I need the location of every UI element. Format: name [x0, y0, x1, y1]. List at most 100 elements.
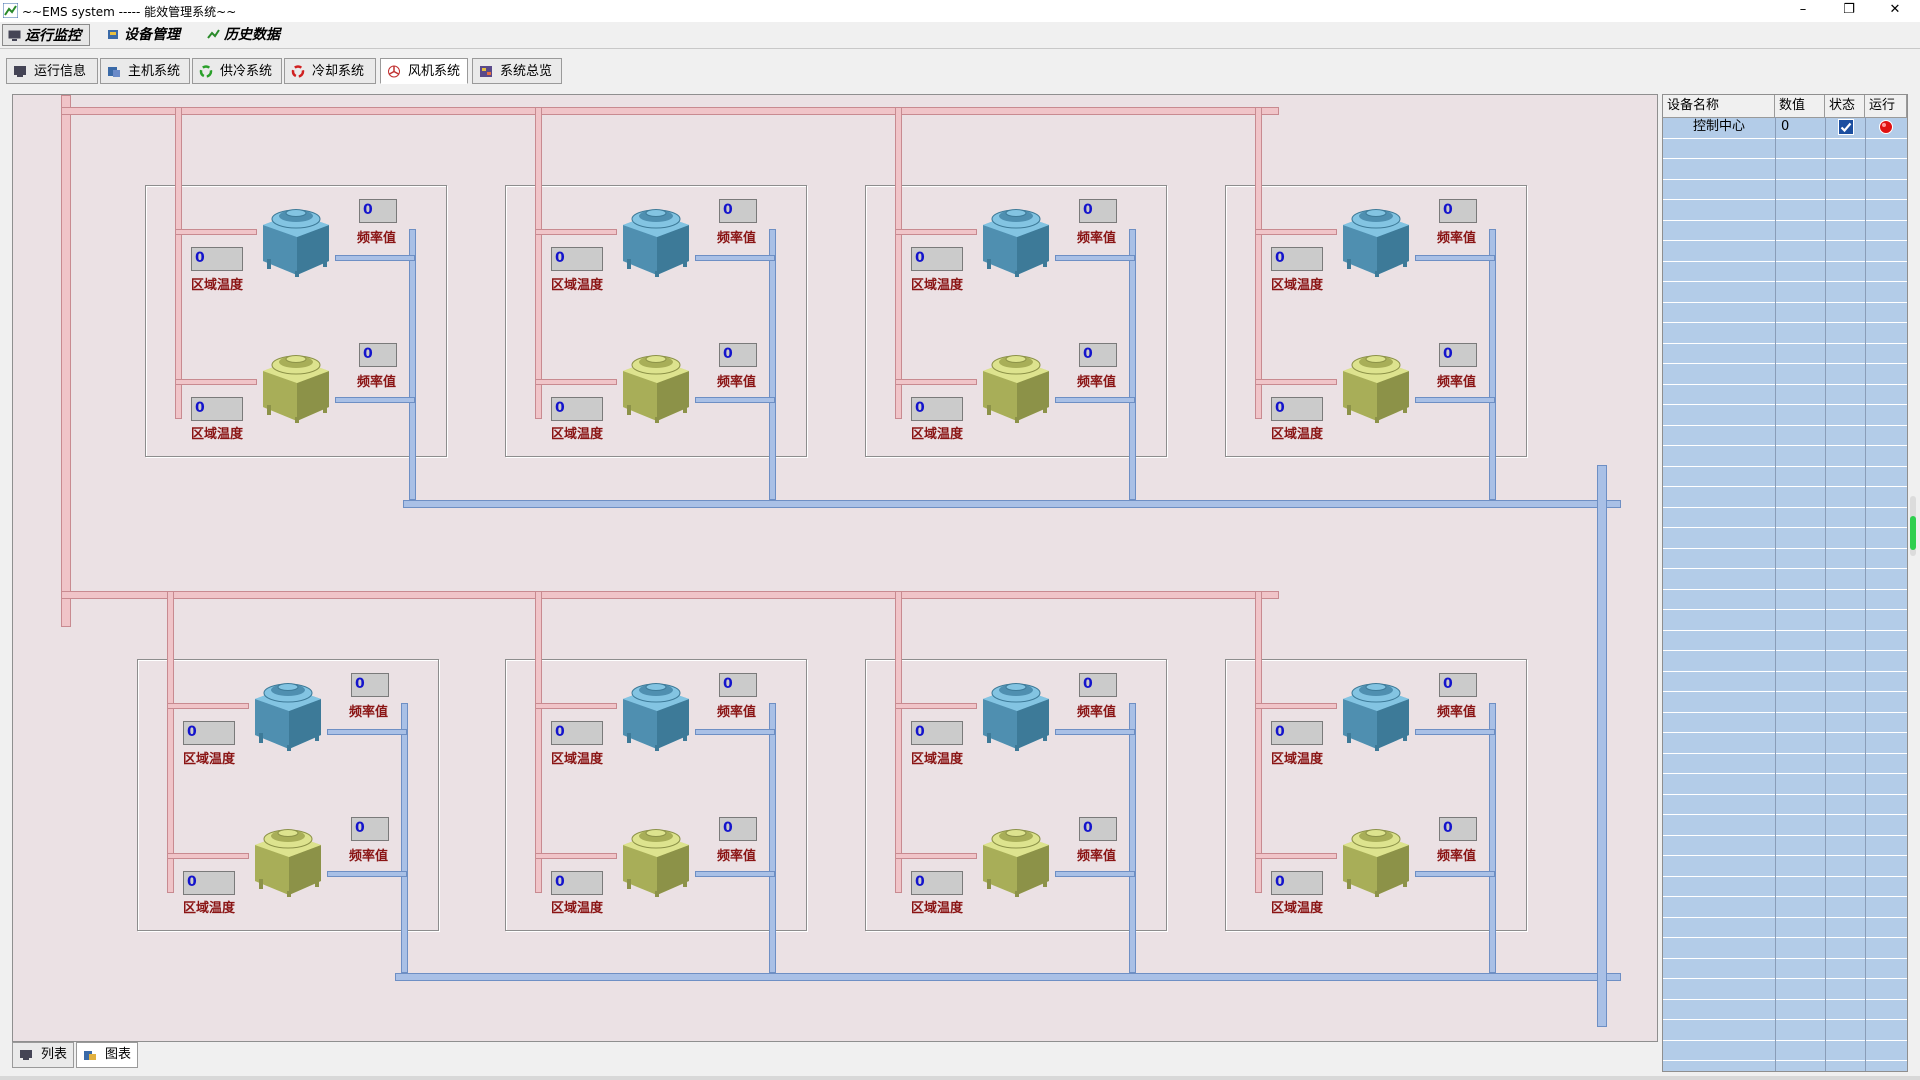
- zone-temperature-label: 区域温度: [191, 427, 244, 442]
- frequency-value-field[interactable]: 0: [719, 673, 757, 697]
- zone-temperature-field[interactable]: 0: [191, 397, 243, 421]
- zone-temperature-field[interactable]: 0: [911, 397, 963, 421]
- chart-icon: [84, 1051, 96, 1060]
- zone-temperature-field[interactable]: 0: [551, 397, 603, 421]
- table-row-divider: [1663, 1039, 1907, 1041]
- tab-fan-system[interactable]: 风机系统: [380, 58, 468, 84]
- device-value-cell[interactable]: 0: [1781, 119, 1790, 134]
- fan-unit-yellow-icon[interactable]: [255, 341, 335, 423]
- frequency-value-field[interactable]: 0: [1079, 817, 1117, 841]
- fan-unit-yellow-icon[interactable]: [975, 341, 1055, 423]
- zone-temperature-field[interactable]: 0: [911, 871, 963, 895]
- fan-unit-yellow-icon[interactable]: [1335, 341, 1415, 423]
- zone-temperature-field[interactable]: 0: [551, 871, 603, 895]
- scroll-thumb[interactable]: [1910, 516, 1916, 550]
- zone-temperature-field[interactable]: 0: [1271, 871, 1323, 895]
- frequency-value-field[interactable]: 0: [1079, 199, 1117, 223]
- scroll-indicator[interactable]: [1910, 496, 1916, 556]
- fan-unit-cyan-icon[interactable]: [615, 195, 695, 277]
- fan-unit-panel: [1225, 185, 1527, 457]
- fan-unit-yellow-icon[interactable]: [247, 815, 327, 897]
- zone-temperature-label: 区域温度: [911, 427, 964, 442]
- title-bar: ~~EMS system ----- 能效管理系统~~ – ❐ ✕: [0, 0, 1920, 22]
- tab-label: 主机系统: [128, 64, 181, 79]
- tab-overview[interactable]: 系统总览: [472, 58, 562, 84]
- fan-unit-panel: [137, 659, 439, 931]
- col-running[interactable]: 运行: [1865, 95, 1907, 117]
- col-value[interactable]: 数值: [1775, 95, 1825, 117]
- zone-temperature-label: 区域温度: [911, 752, 964, 767]
- tab-label: 列表: [41, 1047, 68, 1062]
- frequency-value-field[interactable]: 0: [1079, 343, 1117, 367]
- zone-temperature-field[interactable]: 0: [1271, 397, 1323, 421]
- zone-temperature-label: 区域温度: [911, 278, 964, 293]
- menu-device-mgmt[interactable]: 设备管理: [102, 24, 192, 46]
- fan-unit-cyan-icon[interactable]: [255, 195, 335, 277]
- table-row-divider: [1663, 342, 1907, 344]
- frequency-value-field[interactable]: 0: [719, 343, 757, 367]
- minimize-button[interactable]: –: [1799, 2, 1807, 17]
- zone-temperature-field[interactable]: 0: [183, 721, 235, 745]
- frequency-value-field[interactable]: 0: [359, 343, 397, 367]
- col-status[interactable]: 状态: [1825, 95, 1865, 117]
- frequency-value-field[interactable]: 0: [351, 673, 389, 697]
- fan-unit-cyan-icon[interactable]: [615, 669, 695, 751]
- return-stub-pipe: [335, 397, 415, 403]
- frequency-value-field[interactable]: 0: [1439, 199, 1477, 223]
- col-device-name[interactable]: 设备名称: [1663, 95, 1775, 117]
- history-icon: [207, 29, 220, 39]
- fan-unit-yellow-icon[interactable]: [615, 815, 695, 897]
- fan-unit-cyan-icon[interactable]: [247, 669, 327, 751]
- menu-history[interactable]: 历史数据: [202, 24, 292, 46]
- maximize-button[interactable]: ❐: [1843, 2, 1855, 17]
- tab-cooling-water[interactable]: 冷却系统: [284, 58, 376, 84]
- zone-temperature-field[interactable]: 0: [191, 247, 243, 271]
- zone-temperature-field[interactable]: 0: [1271, 721, 1323, 745]
- table-col-divider: [1825, 117, 1826, 1071]
- frequency-value-field[interactable]: 0: [1439, 673, 1477, 697]
- tab-host-system[interactable]: 主机系统: [100, 58, 190, 84]
- return-branch-pipe: [409, 229, 416, 500]
- fan-unit-cyan-icon[interactable]: [975, 195, 1055, 277]
- return-branch-pipe: [769, 703, 776, 973]
- tab-cooling-supply[interactable]: 供冷系统: [192, 58, 282, 84]
- supply-branch-pipe: [167, 591, 174, 893]
- frequency-value-field[interactable]: 0: [1079, 673, 1117, 697]
- supply-branch-pipe: [175, 107, 182, 419]
- supply-stub-pipe: [1255, 703, 1337, 709]
- fan-unit-yellow-icon[interactable]: [1335, 815, 1415, 897]
- zone-temperature-field[interactable]: 0: [911, 721, 963, 745]
- fan-unit-yellow-icon[interactable]: [615, 341, 695, 423]
- frequency-value-field[interactable]: 0: [1439, 817, 1477, 841]
- frequency-value-field[interactable]: 0: [719, 199, 757, 223]
- table-row-divider: [1663, 937, 1907, 938]
- supply-stub-pipe: [1255, 853, 1337, 859]
- frequency-value-field[interactable]: 0: [351, 817, 389, 841]
- zone-temperature-field[interactable]: 0: [183, 871, 235, 895]
- fan-unit-cyan-icon[interactable]: [1335, 195, 1415, 277]
- zone-temperature-field[interactable]: 0: [551, 721, 603, 745]
- table-row-divider: [1663, 383, 1907, 385]
- tab-chart-view[interactable]: 图表: [76, 1042, 138, 1068]
- frequency-value-field[interactable]: 0: [719, 817, 757, 841]
- fan-unit-panel: [865, 659, 1167, 931]
- fan-unit-cyan-icon[interactable]: [975, 669, 1055, 751]
- return-stub-pipe: [695, 255, 775, 261]
- status-checkbox-icon[interactable]: [1838, 119, 1854, 135]
- menu-run-monitor[interactable]: 运行监控: [2, 24, 90, 46]
- zone-temperature-field[interactable]: 0: [551, 247, 603, 271]
- frequency-value-field[interactable]: 0: [1439, 343, 1477, 367]
- device-name-cell[interactable]: 控制中心: [1692, 119, 1745, 134]
- zone-temperature-field[interactable]: 0: [911, 247, 963, 271]
- tab-list-view[interactable]: 列表: [12, 1042, 74, 1068]
- close-button[interactable]: ✕: [1889, 2, 1901, 17]
- frequency-value-field[interactable]: 0: [359, 199, 397, 223]
- return-branch-pipe: [1489, 703, 1496, 973]
- tab-run-info[interactable]: 运行信息: [6, 58, 98, 84]
- zone-temperature-field[interactable]: 0: [1271, 247, 1323, 271]
- frequency-label: 频率值: [1077, 705, 1117, 720]
- table-row-divider: [1663, 363, 1907, 364]
- fan-unit-cyan-icon[interactable]: [1335, 669, 1415, 751]
- fan-unit-yellow-icon[interactable]: [975, 815, 1055, 897]
